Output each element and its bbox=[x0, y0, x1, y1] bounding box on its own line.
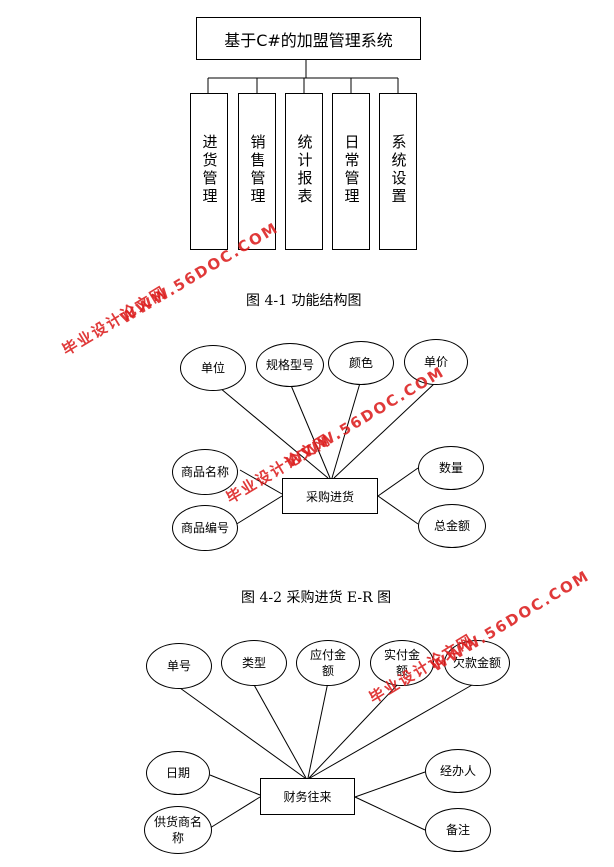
attribute-ellipse: 备注 bbox=[425, 808, 491, 852]
attribute-ellipse: 商品名称 bbox=[172, 449, 238, 495]
attribute-ellipse: 应付金额 bbox=[296, 640, 360, 686]
module-box-1: 进货管理 bbox=[190, 93, 228, 250]
attribute-ellipse: 规格型号 bbox=[256, 343, 324, 387]
attribute-ellipse: 单号 bbox=[146, 643, 212, 689]
attribute-ellipse: 欠款金额 bbox=[444, 640, 510, 686]
attribute-ellipse: 日期 bbox=[146, 751, 210, 795]
root-system-box: 基于C#的加盟管理系统 bbox=[196, 17, 421, 60]
entity-box: 采购进货 bbox=[282, 478, 378, 514]
module-box-3: 统计报表 bbox=[285, 93, 323, 250]
module-label: 统计报表 bbox=[295, 134, 314, 206]
attribute-ellipse: 单价 bbox=[404, 339, 468, 385]
attribute-ellipse: 总金额 bbox=[418, 504, 486, 548]
attribute-ellipse: 颜色 bbox=[328, 341, 394, 385]
attribute-ellipse: 类型 bbox=[221, 640, 287, 686]
entity-box: 财务往来 bbox=[260, 778, 355, 815]
module-box-2: 销售管理 bbox=[238, 93, 276, 250]
module-label: 进货管理 bbox=[200, 134, 219, 206]
attribute-ellipse: 单位 bbox=[180, 345, 246, 391]
module-label: 销售管理 bbox=[248, 134, 267, 206]
attribute-ellipse: 商品编号 bbox=[172, 505, 238, 551]
attribute-ellipse: 实付金额 bbox=[370, 640, 434, 686]
module-label: 日常管理 bbox=[342, 134, 361, 206]
attribute-ellipse: 数量 bbox=[418, 446, 484, 490]
figure-caption: 图 4-2 采购进货 E-R 图 bbox=[241, 590, 392, 606]
module-box-4: 日常管理 bbox=[332, 93, 370, 250]
attribute-ellipse: 经办人 bbox=[425, 749, 491, 793]
module-label: 系统设置 bbox=[389, 134, 408, 206]
figure-caption: 图 4-1 功能结构图 bbox=[246, 293, 362, 309]
module-box-5: 系统设置 bbox=[379, 93, 417, 250]
attribute-ellipse: 供货商名称 bbox=[144, 806, 212, 854]
